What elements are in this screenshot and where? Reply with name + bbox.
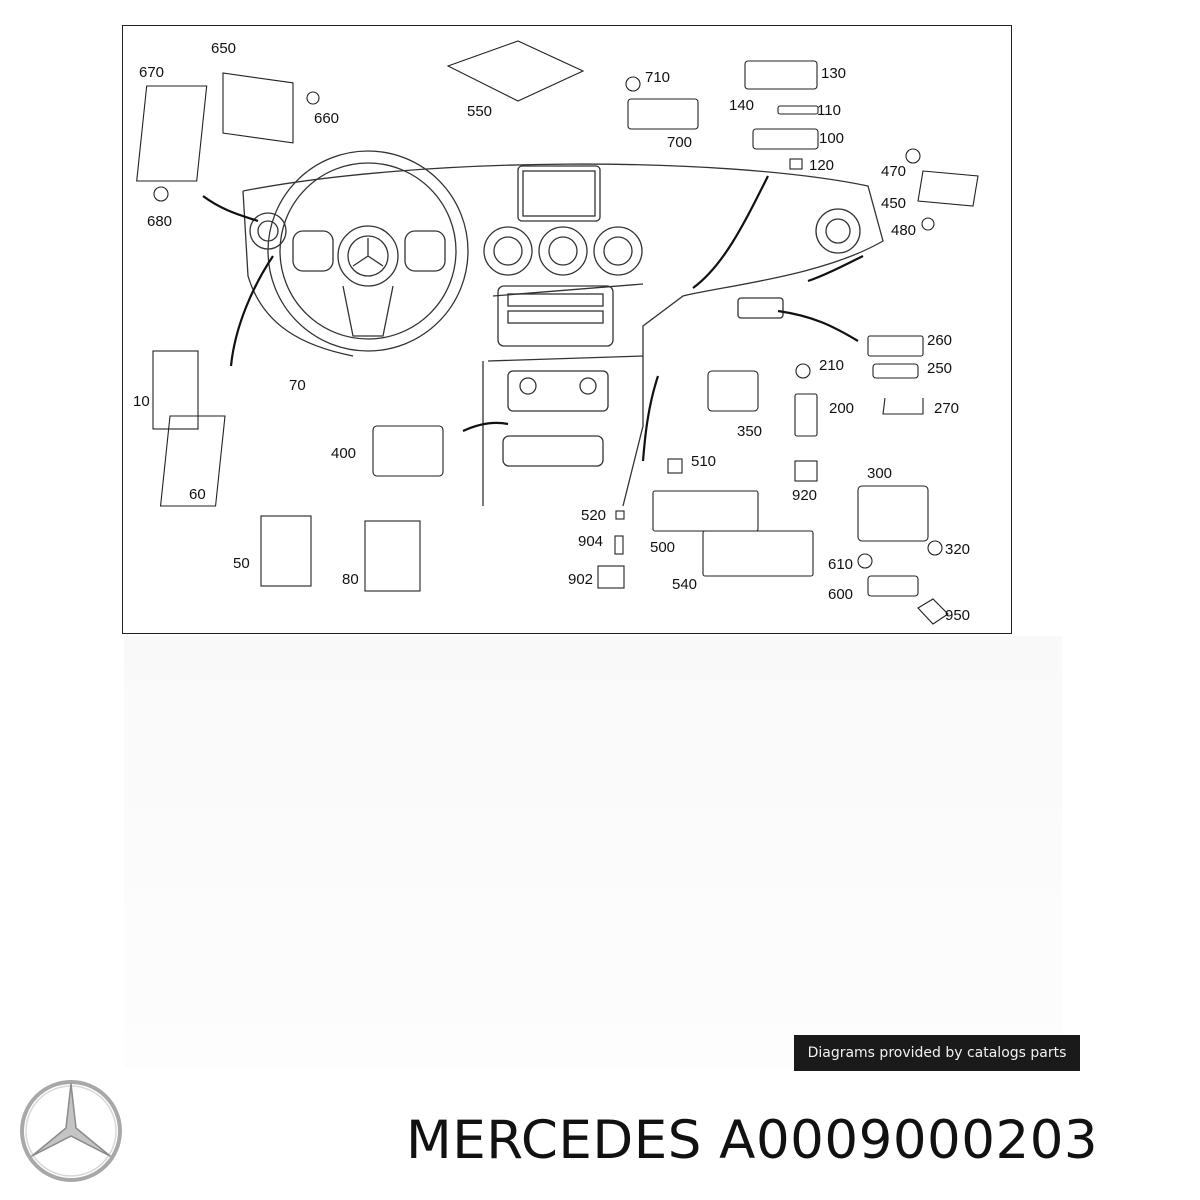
- callout-60: 60: [189, 486, 206, 503]
- callout-600: 600: [828, 586, 854, 603]
- callout-520: 520: [581, 507, 607, 524]
- callout-650: 650: [211, 40, 237, 57]
- callout-470: 470: [881, 163, 907, 180]
- mercedes-star-icon-graphic: [20, 1080, 122, 1182]
- component-parts: [136, 40, 979, 625]
- callout-400: 400: [331, 445, 357, 462]
- page-background: [124, 636, 1062, 1068]
- callout-130: 130: [821, 65, 847, 82]
- callout-80: 80: [342, 571, 359, 588]
- callout-120: 120: [809, 157, 835, 174]
- callout-950: 950: [945, 607, 971, 624]
- callout-510: 510: [691, 453, 717, 470]
- callout-480: 480: [891, 222, 917, 239]
- callout-300: 300: [867, 465, 893, 482]
- callout-100: 100: [819, 130, 845, 147]
- callout-500: 500: [650, 539, 676, 556]
- callout-710: 710: [645, 69, 671, 86]
- callout-10: 10: [133, 393, 150, 410]
- callout-550: 550: [467, 103, 493, 120]
- steering-wheel: [267, 150, 469, 352]
- display-screen: [517, 165, 601, 222]
- parts-diagram: 650 670 660 680 550 710 700 130 140 110 …: [122, 25, 1012, 634]
- credit-badge: Diagrams provided by catalogs parts: [794, 1035, 1080, 1071]
- callout-920: 920: [792, 487, 818, 504]
- callout-670: 670: [139, 64, 165, 81]
- callout-540: 540: [672, 576, 698, 593]
- callout-70: 70: [289, 377, 306, 394]
- center-vents: [249, 208, 861, 276]
- page-title: MERCEDES A0009000203: [406, 1110, 1099, 1171]
- callout-50: 50: [233, 555, 250, 572]
- callout-140: 140: [729, 97, 755, 114]
- callout-904: 904: [578, 533, 604, 550]
- callout-610: 610: [828, 556, 854, 573]
- dashboard-drawing: [136, 40, 979, 625]
- mercedes-star-icon: [18, 1078, 124, 1189]
- pointer-arrows: [202, 175, 864, 462]
- callout-270: 270: [934, 400, 960, 417]
- callout-680: 680: [147, 213, 173, 230]
- callout-260: 260: [927, 332, 953, 349]
- callout-450: 450: [881, 195, 907, 212]
- callout-210: 210: [819, 357, 845, 374]
- credit-text: Diagrams provided by catalogs parts: [807, 1045, 1067, 1061]
- callout-350: 350: [737, 423, 763, 440]
- callout-660: 660: [314, 110, 340, 127]
- callout-320: 320: [945, 541, 971, 558]
- center-console: [497, 285, 614, 347]
- callout-110: 110: [817, 102, 841, 119]
- callout-902: 902: [568, 571, 594, 588]
- callout-200: 200: [829, 400, 855, 417]
- callout-700: 700: [667, 134, 693, 151]
- callout-250: 250: [927, 360, 953, 377]
